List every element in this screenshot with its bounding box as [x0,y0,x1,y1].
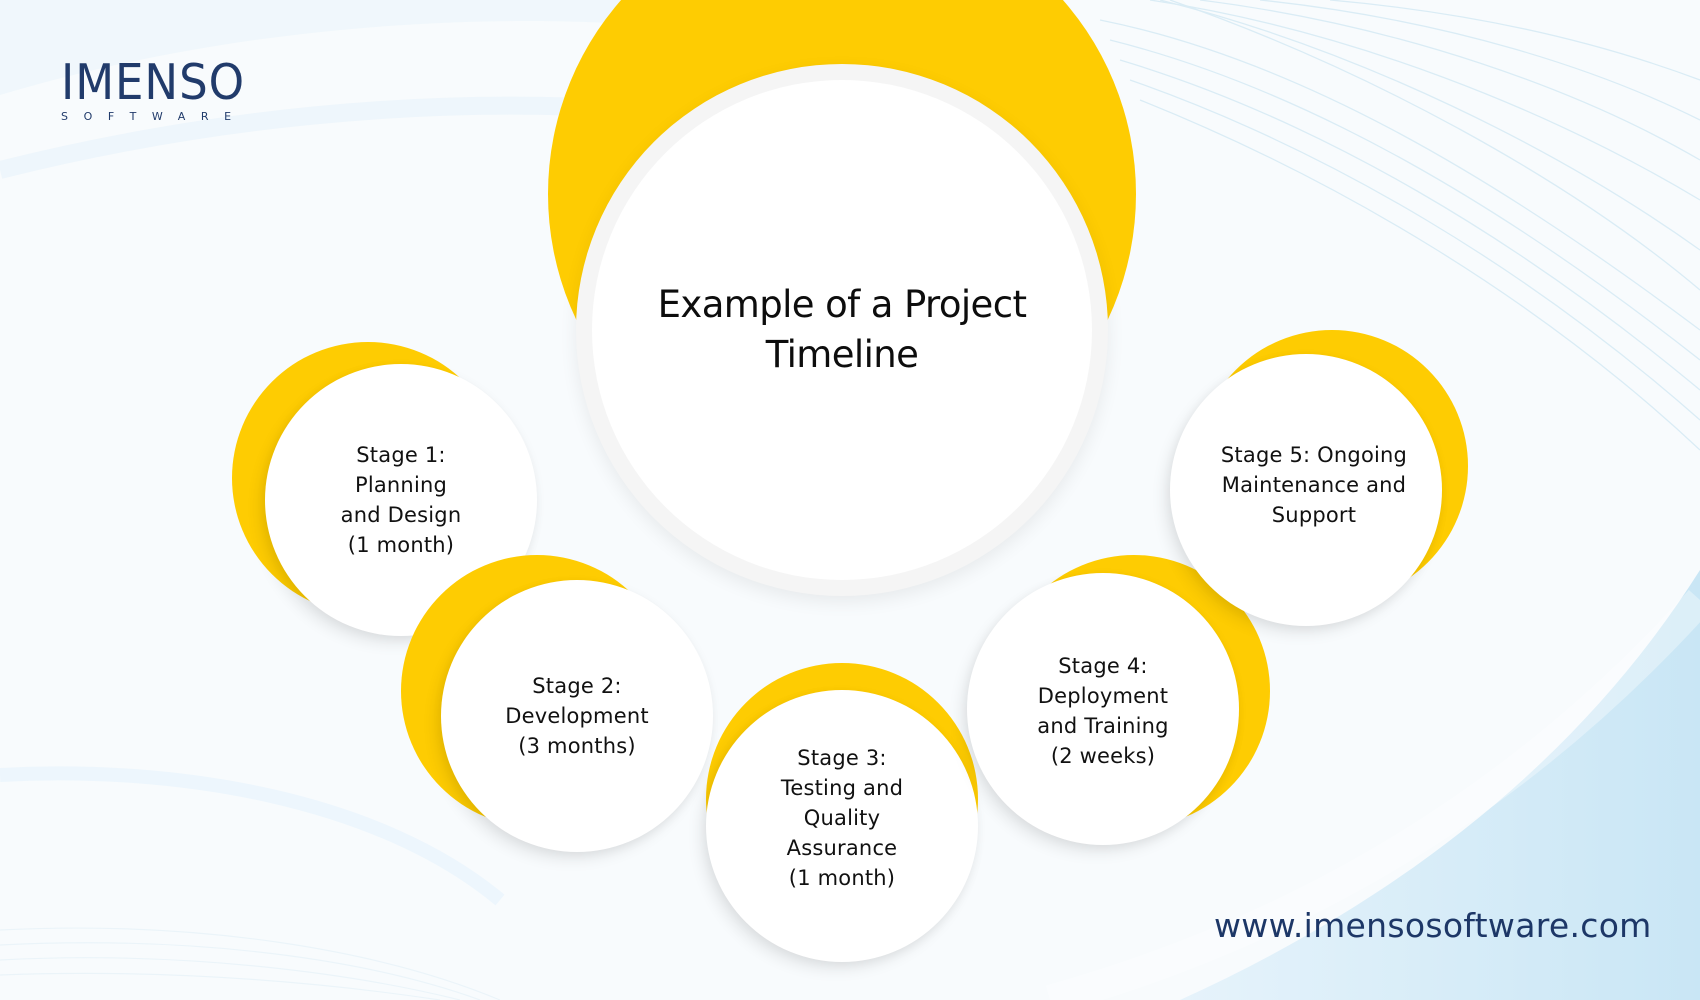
stage-4-line: Stage 4: [1058,654,1148,678]
stage-5-line: Stage 5: Ongoing [1220,443,1408,467]
stage-1-line: and Design [340,503,462,527]
stage-3-line: Quality [803,806,881,830]
stage-2-line: Development [505,704,649,728]
stage-1-text: Stage 1: Planning and Design (1 month) [341,440,462,560]
stage-5-line: Support [1271,503,1357,527]
stage-1-line: (1 month) [347,533,455,557]
stage-1-line: Stage 1: [356,443,446,467]
stage-3-line: Stage 3: [797,746,887,770]
stage-3-circle: Stage 3: Testing and Quality Assurance (… [706,690,978,962]
stage-4-text: Stage 4: Deployment and Training (2 week… [1037,651,1168,771]
stage-4-circle: Stage 4: Deployment and Training (2 week… [967,573,1239,845]
diagram-title: Example of a Project Timeline [657,283,1027,376]
logo-wordmark: IMENSO [61,54,246,111]
stage-2-line: (3 months) [518,734,636,758]
stage-2-text: Stage 2: Development (3 months) [505,671,649,761]
stage-3-text: Stage 3: Testing and Quality Assurance (… [781,743,903,893]
stage-4-line: Deployment [1037,684,1169,708]
stage-4-line: (2 weeks) [1050,744,1156,768]
stage-2-line: Stage 2: [532,674,622,698]
stage-3-line: Assurance [786,836,898,860]
stage-1-line: Planning [354,473,448,497]
stage-3-line: Testing and [780,776,904,800]
stage-3-line: (1 month) [788,866,896,890]
company-logo: IMENSO SOFTWARE [61,58,261,123]
stage-2-circle: Stage 2: Development (3 months) [441,580,713,852]
logo-tagline: SOFTWARE [61,110,247,123]
stage-4-line: and Training [1037,714,1169,738]
title-circle-inner: Example of a Project Timeline [592,80,1092,580]
stage-5-text: Stage 5: Ongoing Maintenance and Support [1221,440,1407,530]
website-url[interactable]: www.imensosoftware.com [1214,906,1652,945]
stage-5-circle: Stage 5: Ongoing Maintenance and Support [1170,354,1442,626]
title-circle: Example of a Project Timeline [576,64,1108,596]
stage-5-line: Maintenance and [1221,473,1407,497]
